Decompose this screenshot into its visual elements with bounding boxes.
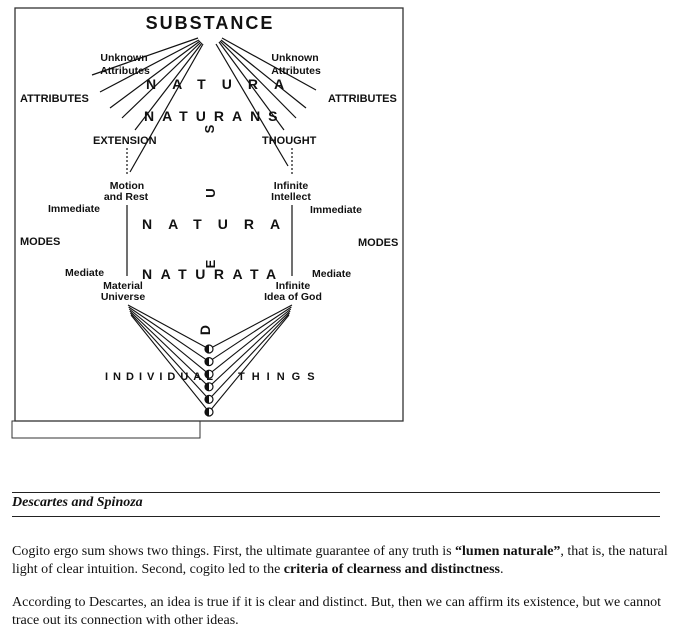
modes-left: MODES xyxy=(20,236,60,248)
p1-text-1: Cogito ergo sum shows two things. First,… xyxy=(12,544,456,559)
deus-letter-d: D xyxy=(197,325,213,335)
mode-lines xyxy=(126,148,293,276)
p1-text-2: , that is, the natural light of clear in… xyxy=(12,544,668,577)
p1-bold-lumen: “lumen naturale” xyxy=(455,544,561,559)
material-label: Material xyxy=(103,280,143,292)
intellect-label: Intellect xyxy=(271,191,311,203)
individual-thing-dot-fill xyxy=(205,345,209,353)
attributes-left: ATTRIBUTES xyxy=(20,93,89,105)
spinoza-substance-diagram: SUBSTANCE Unknown Attributes Unknown Att… xyxy=(11,7,404,439)
thing-line xyxy=(128,306,210,363)
bottom-rule xyxy=(12,516,660,517)
extension-label: EXTENSION xyxy=(93,135,157,147)
thing-line xyxy=(208,310,291,388)
thought-label: THOUGHT xyxy=(262,135,317,147)
infinite-label-top: Infinite xyxy=(274,180,309,192)
universe-label: Universe xyxy=(101,291,146,303)
naturans: NATURANS xyxy=(144,108,286,124)
diagram-frame xyxy=(14,7,404,422)
immediate-left: Immediate xyxy=(48,203,100,215)
deus-letter-e: E xyxy=(203,259,218,268)
thing-line xyxy=(208,314,290,413)
thing-line xyxy=(129,312,210,400)
unknown-left: Unknown xyxy=(100,52,147,64)
mediate-left: Mediate xyxy=(65,267,104,279)
thing-line xyxy=(130,314,210,413)
motion-label: Motion xyxy=(110,180,144,192)
individual-label: INDIVIDUAL xyxy=(105,371,218,383)
thing-line xyxy=(129,310,210,388)
thing-line xyxy=(208,306,292,363)
idea-of-god-label: Idea of God xyxy=(264,291,322,303)
caption-box xyxy=(11,420,201,439)
individual-thing-dot-fill xyxy=(205,395,209,404)
substance-label: SUBSTANCE xyxy=(146,13,275,33)
deus-letter-u: U xyxy=(203,188,218,197)
attribute-lines xyxy=(91,37,317,173)
naturata: NATURATA xyxy=(142,266,285,282)
infinite-label-bottom: Infinite xyxy=(276,280,311,292)
modes-right: MODES xyxy=(358,237,398,249)
thing-line xyxy=(208,308,292,375)
things-label: THINGS xyxy=(238,371,322,383)
mediate-right: Mediate xyxy=(312,268,351,280)
individual-things-lines xyxy=(127,304,293,413)
attributes-small-right: Attributes xyxy=(271,65,321,77)
unknown-right: Unknown xyxy=(271,52,318,64)
natura-top: NATURA xyxy=(146,76,300,92)
individual-thing-dot-fill xyxy=(205,408,209,416)
thing-line xyxy=(208,304,293,350)
individual-thing-dot-fill xyxy=(205,370,209,379)
attributes-right: ATTRIBUTES xyxy=(328,93,397,105)
section-heading: Descartes and Spinoza xyxy=(12,495,143,510)
paragraph-1: Cogito ergo sum shows two things. First,… xyxy=(12,543,672,579)
thing-line xyxy=(127,304,210,350)
individual-thing-dot-fill xyxy=(205,382,209,391)
individual-things-dots xyxy=(204,344,214,417)
p1-text-3: . xyxy=(499,562,504,577)
top-rule xyxy=(12,492,660,493)
paragraph-2: According to Descartes, an idea is true … xyxy=(12,595,661,628)
immediate-right: Immediate xyxy=(310,204,362,216)
attributes-small-left: Attributes xyxy=(100,65,150,77)
deus-letter-s: S xyxy=(202,124,217,133)
thing-line xyxy=(208,312,291,400)
natura-middle: NATURA xyxy=(142,216,296,232)
thing-line xyxy=(128,308,210,375)
p1-bold-criteria: criteria of clearness and distinctness xyxy=(283,562,500,577)
individual-thing-dot-fill xyxy=(205,357,209,366)
and-rest-label: and Rest xyxy=(104,191,149,203)
